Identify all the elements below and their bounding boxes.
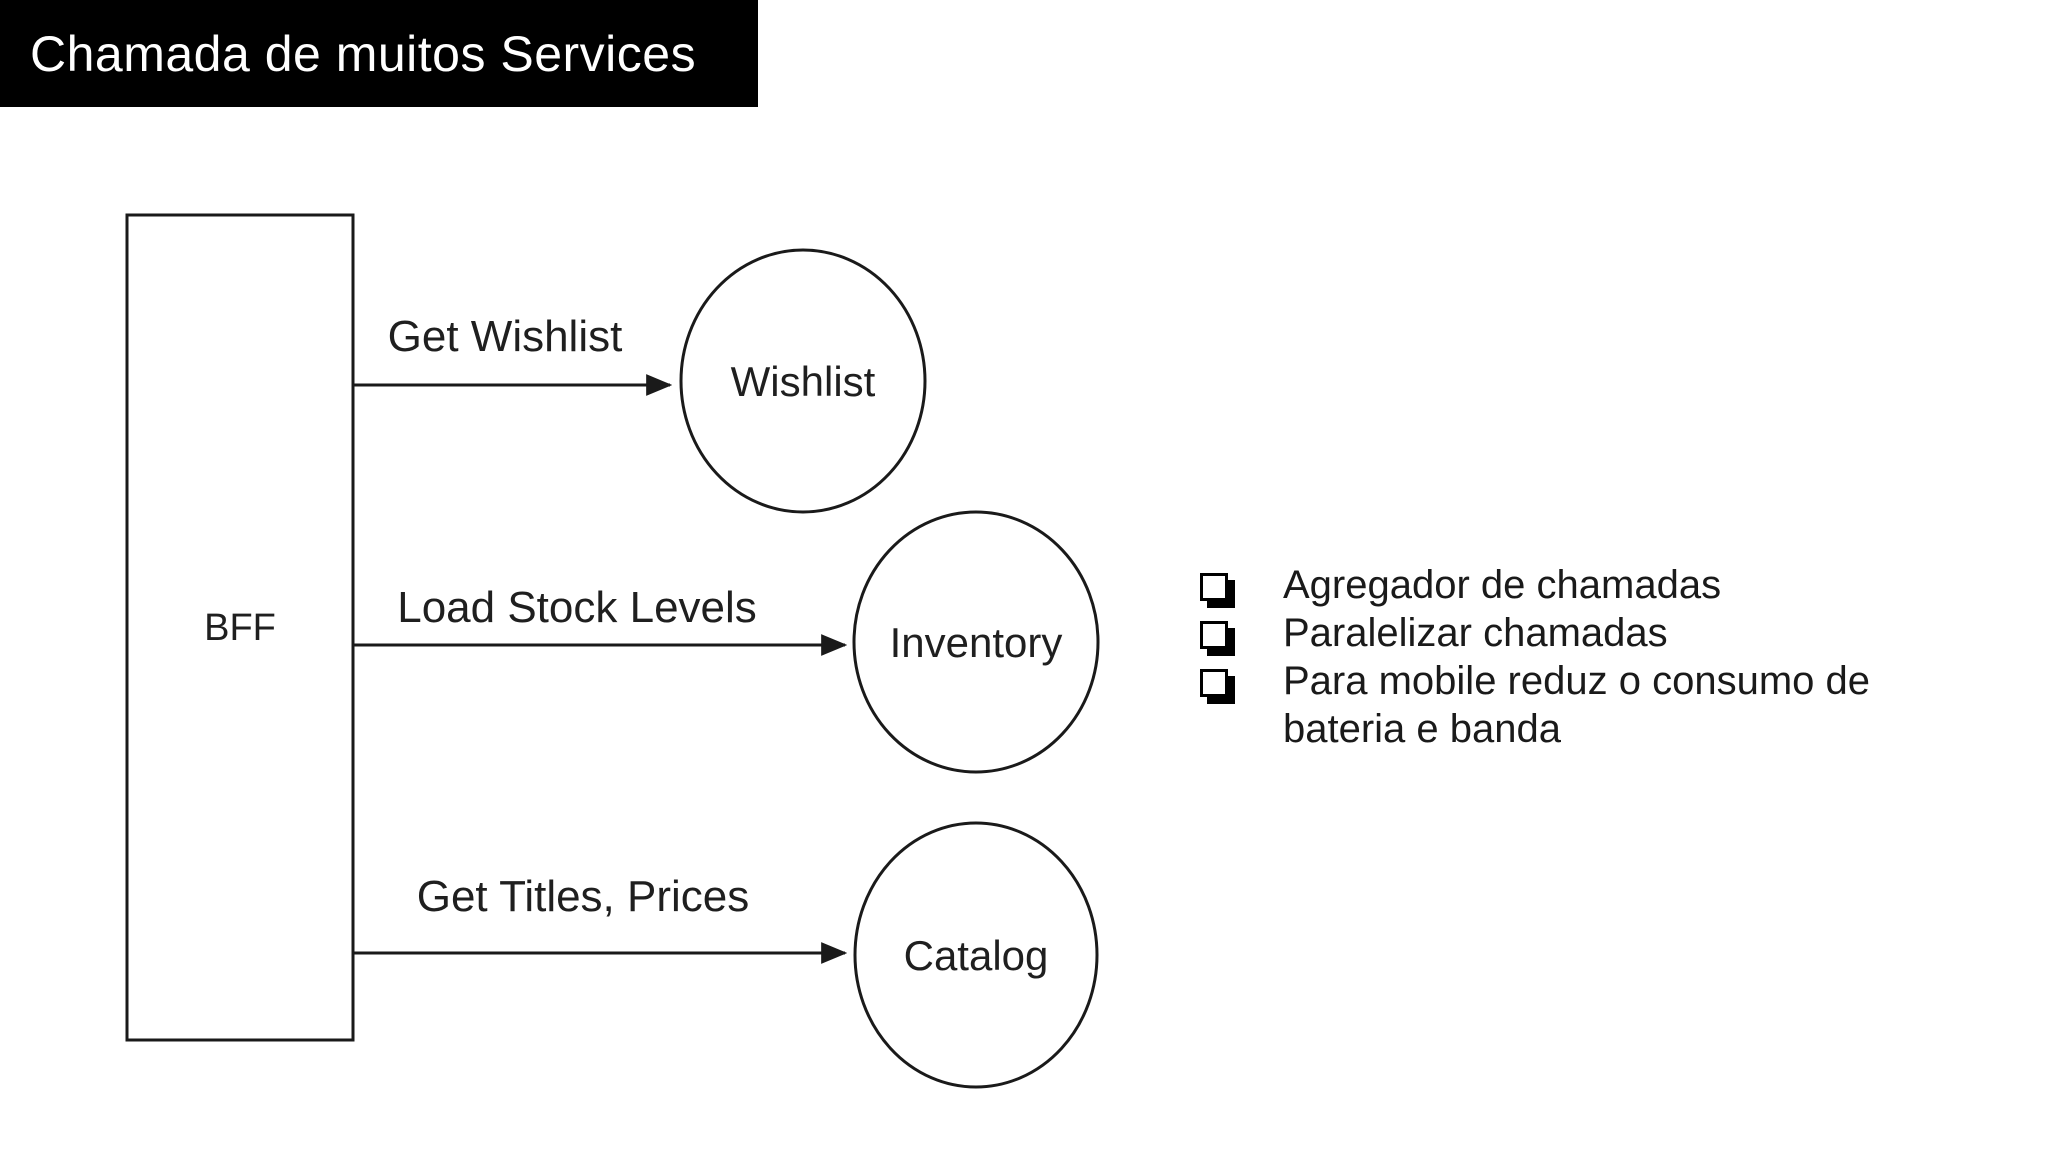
checkbox-bullet-icon (1200, 669, 1228, 697)
list-item: Paralelizar chamadas (1200, 609, 1920, 657)
catalog-node: Catalog (853, 821, 1099, 1089)
bff-label: BFF (204, 607, 276, 649)
inventory-label: Inventory (890, 619, 1063, 666)
slide-title: Chamada de muitos Services (30, 25, 697, 82)
edge-label-get-wishlist: Get Wishlist (388, 312, 623, 361)
wishlist-label: Wishlist (731, 358, 876, 405)
wishlist-circle (679, 248, 927, 514)
edge-get-titles-prices: Get Titles, Prices (353, 872, 848, 964)
catalog-circle (853, 821, 1099, 1089)
checkbox-bullet-icon (1200, 573, 1228, 601)
edge-load-stock-levels: Load Stock Levels (353, 583, 848, 656)
catalog-label: Catalog (904, 932, 1049, 979)
notes-list: Agregador de chamadas Paralelizar chamad… (1200, 561, 1920, 753)
edge-get-wishlist: Get Wishlist (353, 312, 673, 396)
inventory-circle (852, 510, 1100, 774)
edge-label-load-stock-levels: Load Stock Levels (397, 583, 757, 632)
note-text: Agregador de chamadas (1283, 563, 1722, 607)
wishlist-node: Wishlist (679, 248, 927, 514)
title-banner: Chamada de muitos Services (0, 0, 758, 107)
list-item: Para mobile reduz o consumo de bateria e… (1200, 657, 1920, 753)
edge-label-get-titles-prices: Get Titles, Prices (417, 872, 750, 921)
note-text: Para mobile reduz o consumo de bateria e… (1283, 659, 1870, 751)
bff-box (125, 213, 355, 1042)
list-item: Agregador de chamadas (1200, 561, 1920, 609)
checkbox-bullet-icon (1200, 621, 1228, 649)
note-text: Paralelizar chamadas (1283, 611, 1668, 655)
inventory-node: Inventory (852, 510, 1100, 774)
